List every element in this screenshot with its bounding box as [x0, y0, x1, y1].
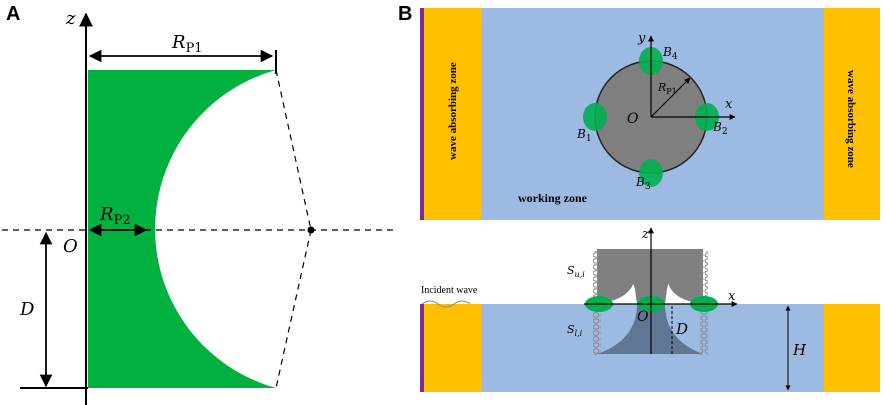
side-z-label: z [641, 227, 649, 242]
top-x-label: x [725, 97, 733, 112]
wall-left-side [420, 304, 424, 392]
absorbing-zone-right [824, 8, 880, 220]
buoy-b4-label: B4 [662, 45, 678, 62]
absorbing-zone-right-side [824, 304, 880, 392]
zone-right-label: wave absorbing zone [845, 70, 857, 168]
absorbing-zone-left [424, 8, 481, 220]
buoy-b1 [583, 103, 607, 131]
buoy-b3-label: B3 [635, 175, 651, 192]
side-x-label: x [728, 289, 736, 304]
sl-label: Sl,i [567, 323, 583, 338]
top-origin-label: O [627, 111, 639, 127]
radius-dash-bottom [275, 229, 312, 389]
radius-dash-top [275, 69, 312, 231]
top-y-label: y [637, 31, 646, 46]
panel-b: B wave absorbing zone wave absorbing zon… [398, 3, 880, 392]
side-view: Incident wave x z O D H [420, 227, 880, 392]
buoy-b2-label: B2 [712, 120, 728, 137]
side-origin-label: O [637, 309, 649, 325]
panel-b-letter: B [398, 3, 412, 25]
wall-left-top [420, 8, 424, 220]
incident-wave-curve [421, 300, 471, 308]
platform-side-lower [597, 304, 703, 354]
z-axis-label: z [65, 8, 76, 29]
incident-wave-label: Incident wave [421, 285, 478, 296]
rp1-label: RP1 [171, 32, 203, 56]
buoy-b1-label: B1 [576, 127, 592, 144]
top-radius-line [650, 77, 691, 118]
panel-a: A z RP1 RP2 O D [2, 3, 396, 405]
floater-section [88, 70, 276, 388]
absorbing-zone-left-side [424, 304, 481, 392]
depth-label: D [19, 299, 35, 320]
side-height-label: H [792, 341, 807, 359]
top-radius-label: RP1 [657, 81, 677, 96]
su-label: Su,i [567, 264, 585, 279]
rp2-label: RP2 [99, 204, 131, 228]
platform-side-upper-shape [597, 249, 703, 304]
buoy-b3 [639, 159, 663, 187]
working-zone-label: working zone [518, 191, 588, 205]
zone-left-label: wave absorbing zone [447, 62, 459, 160]
top-view: wave absorbing zone wave absorbing zone … [420, 8, 880, 220]
origin-label: O [63, 236, 78, 257]
panel-a-letter: A [6, 3, 20, 25]
side-depth-label: D [675, 320, 688, 338]
